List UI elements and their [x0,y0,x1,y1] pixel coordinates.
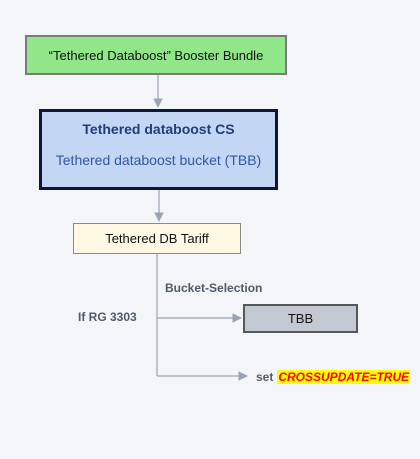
bucket-selection-label: Bucket-Selection [165,281,263,295]
tbb-label: TBB [287,311,314,326]
tariff-label: Tethered DB Tariff [105,231,209,246]
cs-bucket-label: Tethered databoost bucket (TBB) [55,152,262,168]
cs-title: Tethered databoost CS [82,121,235,137]
set-prefix: set [256,370,274,384]
set-action: set CROSSUPDATE=TRUE [256,370,411,384]
tethered-databoost-cs-node: Tethered databoost CS Tethered databoost… [39,109,278,190]
crossupdate-value: CROSSUPDATE=TRUE [277,370,411,384]
tbb-node: TBB [243,304,358,333]
booster-bundle-label: “Tethered Databoost” Booster Bundle [48,47,264,63]
tariff-node: Tethered DB Tariff [73,223,241,254]
if-rg-condition-label: If RG 3303 [78,310,137,324]
booster-bundle-node: “Tethered Databoost” Booster Bundle [25,35,287,75]
